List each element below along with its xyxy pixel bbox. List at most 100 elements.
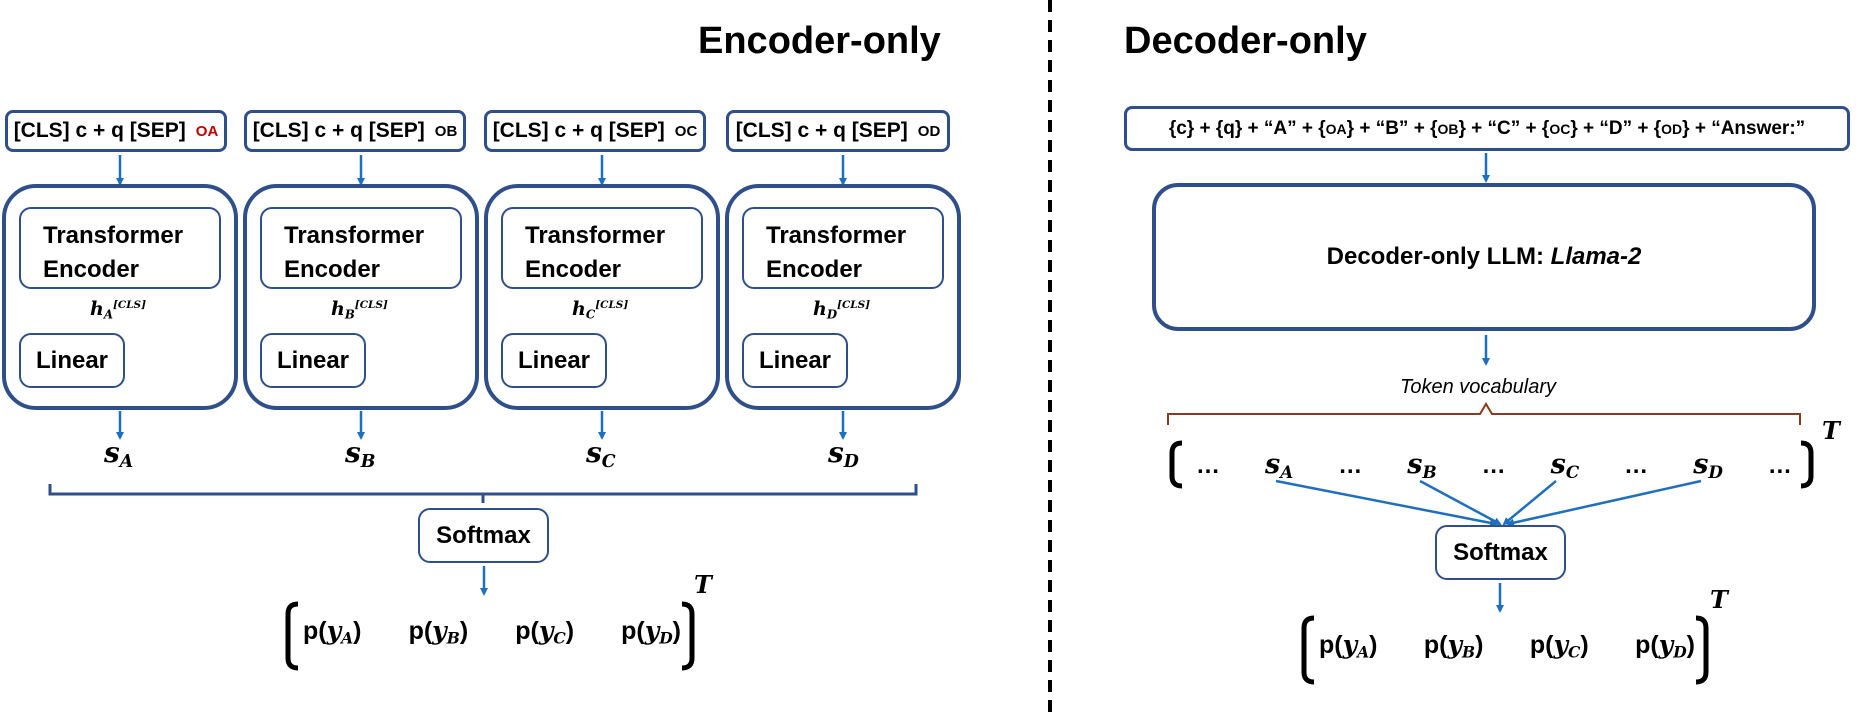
- prob-close: ): [353, 617, 362, 645]
- input-text: [CLS] c + q [SEP]: [735, 119, 908, 142]
- vocab-transpose: T: [1822, 416, 1840, 445]
- score-symbol: s: [1265, 449, 1281, 481]
- option-label-a: OA: [195, 122, 219, 140]
- encoder-title: Encoder-only: [698, 20, 941, 62]
- prob-c: p(yC): [1530, 630, 1589, 662]
- llm-name: Llama-2: [1550, 243, 1642, 270]
- linear-b: Linear: [260, 333, 366, 388]
- linear-c: Linear: [501, 333, 607, 388]
- score-subscript: B: [1422, 462, 1437, 483]
- prompt-part: } + “Answer:”: [1682, 117, 1806, 139]
- token-score-c: sC: [1551, 449, 1580, 482]
- prob-prefix: p(: [1635, 631, 1659, 659]
- prob-close: ): [672, 617, 681, 645]
- score-subscript: B: [360, 452, 376, 473]
- decoder-arrows: [1275, 153, 1702, 613]
- hidden-superscript: [CLS]: [354, 299, 388, 312]
- prob-sub: C: [553, 628, 566, 648]
- token-score-b: sB: [1407, 449, 1436, 482]
- prompt-option-a: OA: [1325, 120, 1347, 137]
- ellipsis: …: [1624, 452, 1649, 479]
- linear-a: Linear: [19, 333, 125, 388]
- encoder-label-line1: Transformer: [284, 222, 425, 249]
- prob-sub: D: [659, 628, 673, 648]
- option-label-d: OD: [917, 122, 941, 140]
- score-symbol: s: [828, 436, 844, 469]
- score-subscript: C: [601, 452, 616, 473]
- prob-sub: B: [446, 628, 460, 648]
- decoder-softmax: Softmax: [1435, 525, 1566, 580]
- decoder-probability-vector: p(yA) p(yB) p(yC) p(yD): [1319, 630, 1695, 662]
- encoder-label-line2: Encoder: [43, 256, 140, 283]
- prob-close: ): [1369, 631, 1378, 659]
- encoder-label-line2: Encoder: [766, 256, 863, 283]
- prob-var: y: [1658, 630, 1674, 659]
- transformer-encoder-c: Transformer Encoder: [501, 207, 703, 289]
- decoder-prompt: {c} + {q} + “A” + {OA} + “B” + {OB} + “C…: [1124, 106, 1850, 151]
- prob-var: y: [1342, 630, 1358, 659]
- encoder-input-d: [CLS] c + q [SEP] OD: [726, 110, 950, 152]
- prob-sub: C: [1568, 642, 1581, 662]
- prob-a: p(yA): [303, 616, 362, 648]
- prob-var: y: [644, 616, 660, 645]
- score-b: sB: [345, 436, 375, 472]
- hidden-superscript: [CLS]: [837, 299, 871, 312]
- transformer-encoder-d: Transformer Encoder: [742, 207, 944, 289]
- prob-close: ): [1686, 631, 1695, 659]
- encoder-label-line1: Transformer: [766, 222, 907, 249]
- prob-prefix: p(: [515, 617, 539, 645]
- prob-var: y: [432, 616, 447, 645]
- hidden-symbol: h: [572, 298, 586, 320]
- option-label-b: OB: [434, 122, 458, 140]
- decoder-llm: Decoder-only LLM: Llama-2: [1152, 183, 1816, 331]
- encoder-input-a: [CLS] c + q [SEP] OA: [5, 110, 227, 152]
- prob-close: ): [1475, 631, 1484, 659]
- hidden-state-c: hC[CLS]: [572, 298, 628, 322]
- encoder-input-b: [CLS] c + q [SEP] OB: [244, 110, 466, 152]
- score-d: sD: [828, 436, 859, 472]
- prob-prefix: p(: [1319, 631, 1343, 659]
- encoder-softmax: Softmax: [418, 508, 549, 563]
- score-symbol: s: [586, 436, 602, 469]
- score-subscript: D: [1708, 462, 1723, 483]
- decoder-transpose: T: [1710, 585, 1728, 614]
- prompt-part: {c} + {q} + “A” + {: [1168, 117, 1326, 139]
- transformer-encoder-b: Transformer Encoder: [260, 207, 462, 289]
- option-label-c: OC: [674, 122, 698, 140]
- token-score-d: sD: [1693, 449, 1723, 482]
- ellipsis: …: [1767, 452, 1792, 479]
- prompt-part: } + “D” + {: [1570, 117, 1662, 139]
- hidden-state-d: hD[CLS]: [813, 298, 870, 322]
- scores-brace: [48, 484, 918, 503]
- prob-prefix: p(: [408, 617, 433, 645]
- llm-prefix: Decoder-only LLM:: [1326, 243, 1551, 270]
- score-symbol: s: [1550, 449, 1566, 481]
- hidden-subscript: A: [103, 307, 113, 322]
- prob-close: ): [565, 617, 575, 645]
- prob-d: p(yD): [621, 616, 681, 648]
- score-c: sC: [586, 436, 616, 472]
- encoder-transpose: T: [694, 570, 712, 599]
- encoder-probability-vector: p(yA) p(yB) p(yC) p(yD): [303, 616, 681, 648]
- prob-prefix: p(: [621, 617, 645, 645]
- score-symbol: s: [104, 436, 120, 469]
- prob-d: p(yD): [1635, 630, 1695, 662]
- transformer-encoder-a: Transformer Encoder: [19, 207, 221, 289]
- prob-prefix: p(: [1423, 631, 1448, 659]
- prob-prefix: p(: [1529, 631, 1554, 659]
- hidden-symbol: h: [331, 298, 345, 320]
- prob-close: ): [459, 617, 469, 645]
- prob-b: p(yB): [1424, 630, 1484, 662]
- input-text: [CLS] c + q [SEP]: [252, 119, 425, 142]
- hidden-superscript: [CLS]: [112, 299, 147, 312]
- hidden-symbol: h: [813, 298, 827, 320]
- score-symbol: s: [1693, 449, 1709, 481]
- prob-prefix: p(: [303, 617, 327, 645]
- encoder-label-line1: Transformer: [525, 222, 666, 249]
- prompt-part: } + “C” + {: [1458, 117, 1550, 139]
- prob-var: y: [1447, 630, 1463, 659]
- prompt-option-b: OB: [1437, 120, 1459, 137]
- linear-d: Linear: [742, 333, 848, 388]
- decoder-title: Decoder-only: [1124, 20, 1367, 62]
- hidden-state-a: hA[CLS]: [90, 298, 146, 322]
